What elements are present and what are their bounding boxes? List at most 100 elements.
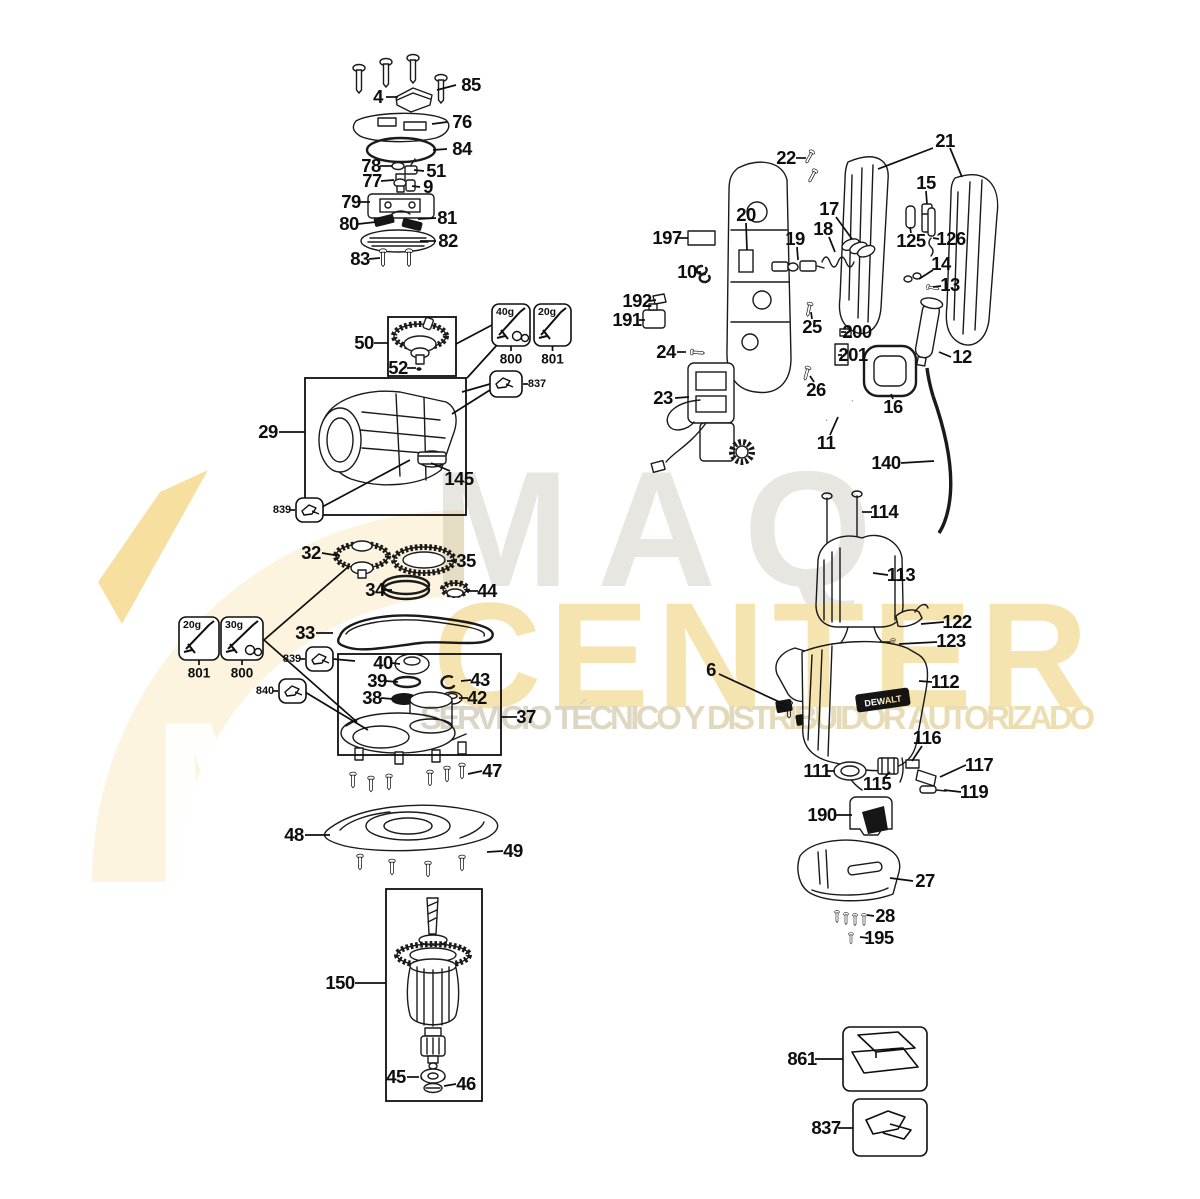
leader-line (835, 216, 853, 240)
leader-line (939, 764, 967, 778)
part-label-119: 119 (959, 781, 989, 802)
callout-number-800: 800 (230, 665, 254, 681)
part-label-22: 22 (776, 147, 796, 168)
part-label-85: 85 (461, 74, 481, 95)
group-box-2 (337, 653, 502, 756)
leader-line (413, 169, 425, 172)
part-label-117: 117 (964, 754, 994, 775)
leader-line (380, 697, 394, 700)
leader-line (809, 375, 815, 383)
part-label-26: 26 (806, 379, 826, 400)
part-label-200: 200 (842, 321, 872, 342)
leader-line (883, 771, 891, 779)
part-label-21: 21 (935, 130, 955, 151)
brush-parts-drawing (833, 757, 947, 836)
part-label-195: 195 (864, 927, 894, 948)
part-label-197: 197 (652, 227, 682, 248)
part-label-115: 115 (862, 773, 892, 794)
leader-line (460, 679, 472, 682)
armature-drawing (394, 897, 472, 1094)
switch-assembly-23-drawing (650, 362, 755, 474)
part-label-14: 14 (931, 253, 951, 274)
part-label-38: 38 (362, 687, 382, 708)
clip-part-icon (284, 685, 303, 697)
leader-line (745, 222, 748, 251)
part-label-52: 52 (388, 357, 408, 378)
callout-number-837: 837 (527, 378, 547, 390)
leader-line (918, 269, 934, 280)
leader-line (918, 680, 933, 683)
part-label-23: 23 (653, 387, 673, 408)
part-label-27: 27 (915, 870, 935, 891)
watermark-arch-band (92, 510, 464, 882)
part-label-6: 6 (706, 659, 716, 680)
part-label-114: 114 (869, 501, 899, 522)
part-label-12: 12 (952, 346, 972, 367)
leader-line (451, 389, 491, 415)
leader-line (898, 641, 938, 645)
leader-line (943, 789, 962, 793)
callout-number-800: 800 (499, 351, 523, 367)
part-label-51: 51 (426, 160, 446, 181)
leader-line (263, 639, 358, 723)
grease-amount-tag: 20g (538, 306, 557, 318)
part-label-19: 19 (785, 228, 805, 249)
part-label-81: 81 (437, 207, 457, 228)
part-label-24: 24 (656, 341, 676, 362)
leader-line (900, 460, 935, 464)
leader-line (263, 566, 349, 641)
part-label-79: 79 (341, 191, 361, 212)
bearing-plate-37-drawing (340, 653, 467, 765)
leader-line (909, 226, 912, 234)
part-label-145: 145 (444, 468, 474, 489)
boot-and-cord-drawing (826, 297, 953, 534)
part-label-111: 111 (803, 760, 831, 781)
part-label-33: 33 (295, 622, 315, 643)
leader-line (432, 148, 448, 151)
leader-line (332, 658, 356, 662)
leader-line (890, 393, 894, 400)
part-label-112: 112 (930, 671, 960, 692)
part-label-84: 84 (452, 138, 472, 159)
part-label-20: 20 (736, 204, 756, 225)
leader-line (321, 459, 411, 508)
leader-line (949, 147, 963, 178)
part-label-32: 32 (301, 542, 321, 563)
grease-amount-tag: 40g (496, 306, 515, 318)
part-label-201: 201 (838, 344, 868, 365)
part-label-44: 44 (477, 580, 497, 601)
grease-tube-icon (183, 620, 215, 654)
washer-icon (520, 333, 530, 343)
part-label-122: 122 (942, 611, 972, 632)
leader-line (925, 190, 928, 205)
part-label-45: 45 (386, 1066, 406, 1087)
leader-line (829, 416, 839, 436)
leader-line (810, 311, 813, 320)
leader-line (486, 850, 504, 853)
callout-number-801: 801 (187, 665, 211, 681)
gear-housing-29-drawing (318, 390, 457, 486)
leader-line (417, 217, 437, 220)
leader-line (391, 662, 401, 665)
group-box-1 (304, 377, 467, 516)
part-label-150: 150 (325, 972, 355, 993)
leader-line (674, 396, 690, 399)
part-label-11: 11 (816, 432, 836, 453)
part-label-15: 15 (916, 172, 936, 193)
part-label-39: 39 (367, 670, 387, 691)
leader-line (796, 246, 799, 261)
leader-line (357, 221, 377, 225)
part-label-190: 190 (807, 804, 837, 825)
part-label-192: 192 (622, 290, 652, 311)
part-label-49: 49 (503, 840, 523, 861)
grease-amount-tag: 30g (225, 619, 244, 631)
baffle-48-drawing (323, 762, 499, 878)
part-label-10: 10 (677, 261, 697, 282)
leader-line (877, 147, 934, 170)
part-label-78: 78 (361, 155, 381, 176)
leader-line (718, 673, 787, 706)
cap-assembly-drawing (352, 53, 450, 267)
leader-line (411, 185, 421, 188)
leader-line (380, 179, 395, 182)
